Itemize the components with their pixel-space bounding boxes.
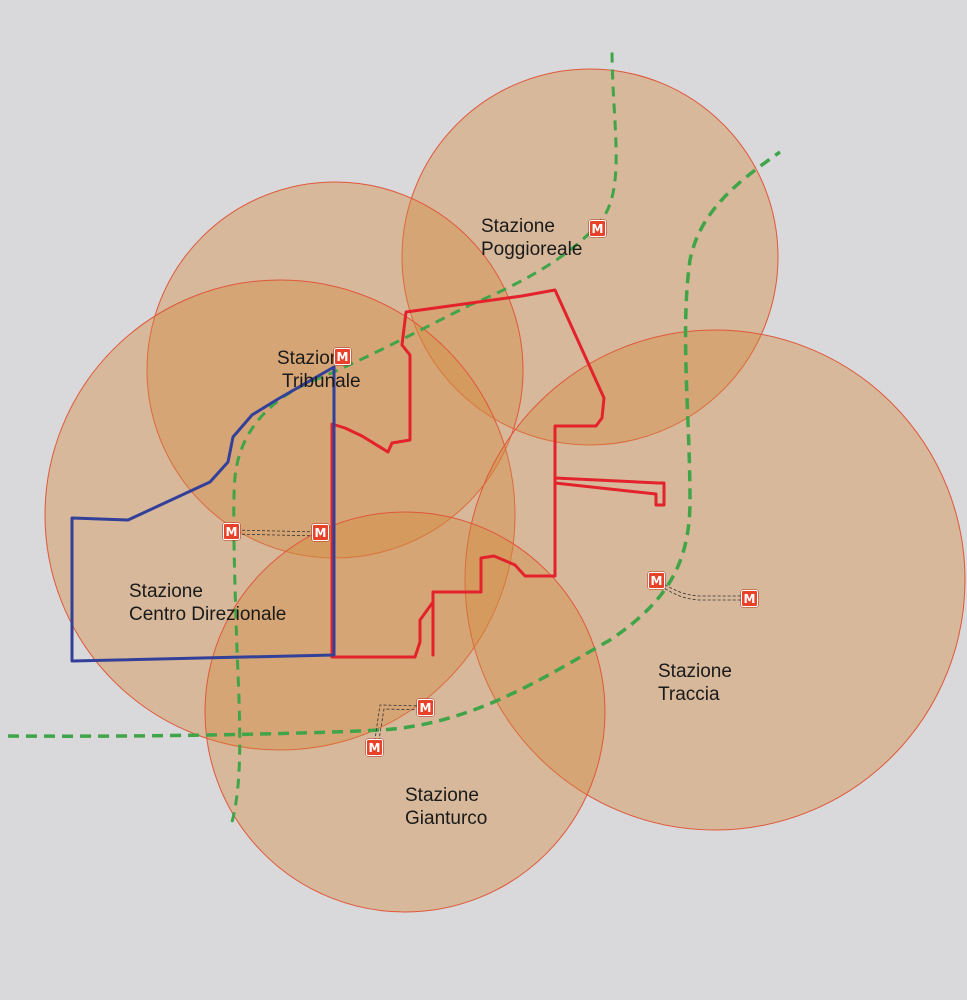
metro-icon: M (312, 524, 329, 541)
station-label-line1: Stazione (277, 348, 351, 369)
metro-icon: M (417, 699, 434, 716)
station-label-line2: Gianturco (405, 808, 488, 829)
station-label-line1: Stazione (405, 785, 479, 806)
rail-line-main (7, 150, 782, 738)
station-label-line1: Stazione (129, 581, 203, 602)
metro-icon-glyph: M (591, 221, 604, 236)
metro-icon: M (741, 590, 758, 607)
red-boundary (330, 288, 666, 659)
catchment-areas (44, 68, 966, 913)
station-label-line2: Tribunale (282, 371, 361, 392)
metro-icon: M (223, 523, 240, 540)
metro-icon: M (589, 220, 606, 237)
metro-icon-glyph: M (368, 740, 381, 755)
catchment-area-traccia (464, 329, 966, 831)
metro-icon: M (334, 348, 351, 365)
catchment-area-gianturco (204, 511, 606, 913)
station-label-line1: Stazione (658, 661, 732, 682)
station-label-line2: Centro Direzionale (129, 604, 287, 625)
station-label-line1: Stazione (481, 216, 555, 237)
rail-lines (7, 47, 782, 823)
station-label-line2: Poggioreale (481, 239, 583, 260)
metro-icon-glyph: M (336, 349, 349, 364)
metro-icon: M (648, 572, 665, 589)
blue-boundary (70, 365, 336, 663)
metro-icon-glyph: M (225, 524, 238, 539)
metro-icon-glyph: M (314, 525, 327, 540)
metro-icon-glyph: M (743, 591, 756, 606)
rail-line-vertical-west (230, 47, 618, 823)
metro-icon-glyph: M (650, 573, 663, 588)
station-label-line2: Traccia (658, 684, 720, 705)
metro-icon-glyph: M (419, 700, 432, 715)
metro-icon: M (366, 739, 383, 756)
catchment-area-centro-direzionale (44, 279, 516, 751)
